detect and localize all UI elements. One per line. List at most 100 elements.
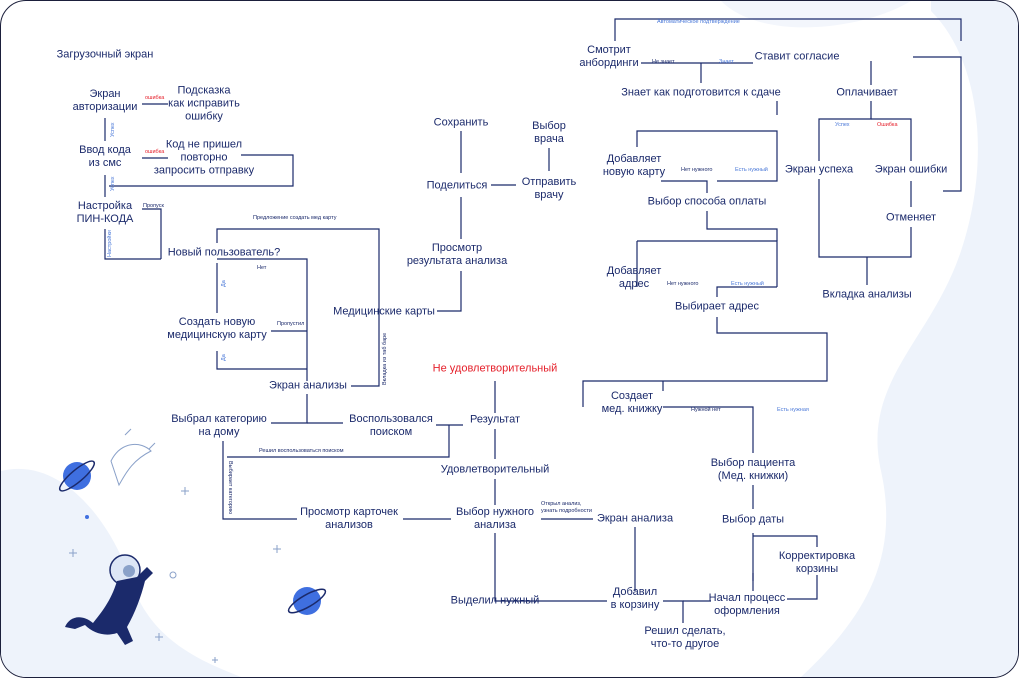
edge-create-yes (216, 351, 307, 370)
planet-decoration-right (287, 587, 327, 615)
edge-choose-selected (494, 533, 547, 602)
node-chose-home: Выбрал категорию на дому (171, 413, 267, 438)
node-new-user: Новый пользователь? (167, 246, 281, 259)
edge-addr-split (716, 286, 777, 297)
label-yes2: Да (221, 354, 227, 361)
label-needed-no: Нужной нет (691, 407, 721, 413)
label-success1: Успех (110, 122, 116, 137)
node-auth-screen: Экран авторизации (72, 88, 138, 113)
node-checkout: Начал процесс оформления (708, 592, 786, 617)
edge-consent-loop (913, 56, 962, 192)
node-fix-cart: Корректировка корзины (778, 550, 856, 575)
node-used-search: Воспользовался поиском (349, 413, 433, 438)
node-analysis-screen: Экран анализы (269, 379, 347, 392)
label-no: Нет (257, 265, 267, 271)
node-choose-payment: Выбор способа оплаты (647, 195, 767, 208)
label-knows: Знает (719, 59, 734, 65)
node-choose-patient: Выбор пациента (Мед. книжки) (710, 457, 796, 482)
label-has-needed1: Есть нужный (735, 167, 768, 173)
edges (104, 18, 962, 623)
node-analysis-tab: Вкладка анализы (822, 288, 912, 301)
node-analysis-screen-right: Экран анализа (596, 512, 674, 525)
edge-pay-card (661, 180, 708, 193)
node-send-doctor: Отправить врачу (521, 176, 577, 201)
node-cancels: Отменяет (885, 211, 937, 224)
node-choose-analysis: Выбор нужного анализа (456, 506, 534, 531)
label-has-needed2: Есть нужный (731, 281, 764, 287)
node-auth-hint: Подсказка как исправить ошибку (168, 84, 240, 123)
label-skip: Пропуск (143, 203, 164, 209)
edge-newuser-no (217, 258, 308, 369)
node-added-cart: Добавил в корзину (610, 586, 660, 611)
edge-analysis-split (271, 394, 308, 424)
node-sms-code: Ввод кода из смс (79, 144, 131, 169)
planet-decoration-left (58, 460, 96, 492)
edge-mc-view (437, 271, 462, 312)
node-success-screen: Экран успеха (784, 163, 854, 176)
label-success2: Успех (110, 176, 116, 191)
node-result: Результат (469, 413, 521, 426)
edge-book-split (582, 317, 828, 407)
rocket-sketch-decoration (110, 428, 156, 487)
node-adds-card: Добавляет новую карту (602, 153, 666, 178)
node-decided-other: Решил сделать, что-то другое (644, 625, 726, 650)
label-error2: ошибка (145, 149, 165, 155)
edge-success-down (818, 179, 912, 258)
cat-astronaut-illustration (65, 554, 153, 645)
node-view-cards: Просмотр карточек анализов (300, 506, 398, 531)
label-opened-analysis: Открыл анализ, узнать подробности (541, 501, 592, 514)
edge-patient-up (663, 406, 754, 453)
edge-pay-split (818, 101, 872, 161)
edge-pay-error (871, 118, 912, 161)
edge-card-split (636, 130, 778, 182)
node-create-book: Создает мед. книжку (601, 390, 663, 415)
edge-pay-up (706, 211, 778, 241)
node-knows-prepare: Знает как подготовится к сдаче (621, 86, 781, 99)
node-selected: Выделил нужный (450, 594, 540, 607)
node-medical-cards: Медицинские карты (333, 305, 435, 318)
label-no-needed2: Нет нужного (667, 281, 699, 287)
edge-onboard (614, 18, 962, 41)
node-view-result: Просмотр результата анализа (406, 242, 508, 267)
edge-search-down (227, 425, 450, 458)
label-error-pay: Ошибка (877, 122, 898, 128)
node-error-screen: Экран ошибки (874, 163, 948, 176)
edge-pin-newuser (104, 229, 161, 260)
background-blob-top-right (721, 1, 911, 28)
label-offer-card: Предложение создать мед карту (253, 215, 337, 221)
label-decided-search: Решил воспользоваться поиском (259, 448, 344, 454)
node-unsatisfactory: Не удовлетворительный (432, 362, 558, 375)
label-auto-confirm: Автоматическое подтверждение (657, 19, 740, 25)
node-adds-address: Добавляет адрес (606, 265, 662, 290)
node-choose-date: Выбор даты (721, 513, 785, 526)
label-settings: Настройки (107, 230, 113, 257)
node-loading-screen: Загрузочный экран (56, 48, 154, 61)
node-pin-setup: Настройка ПИН-КОДА (76, 200, 134, 225)
edge-home-down (222, 441, 297, 520)
edge-offer-card (216, 228, 380, 387)
label-success-pay: Успех (835, 122, 850, 128)
label-skipped: Пропустил (277, 321, 305, 327)
label-error1: ошибка (145, 95, 165, 101)
label-yes1: Да (221, 280, 227, 287)
sparkle-decorations (69, 487, 281, 663)
edge-resend-loop (109, 154, 294, 187)
node-choose-doctor: Выбор врача (532, 120, 566, 145)
node-create-card: Создать новую медицинскую карту (167, 316, 267, 341)
edge-fix-date (753, 535, 818, 547)
background-blob-right (801, 1, 1018, 677)
node-sms-resend: Код не пришел повторно запросить отправк… (153, 138, 255, 177)
edge-checkout-fix (787, 575, 818, 600)
label-has-needed3: Есть нужная (777, 407, 809, 413)
label-chose-category: Выбирает категорию (227, 461, 233, 515)
node-gives-consent: Ставит согласие (754, 50, 840, 63)
label-no-needed1: Нет нужного (681, 167, 713, 173)
node-pays: Оплачивает (836, 86, 898, 99)
node-watch-onboarding: Смотрит анбординги (579, 44, 639, 69)
label-not-know: Не знает (652, 59, 675, 65)
edge-cart-other (663, 600, 684, 623)
label-tab-bar: Вкладка из таб баре (382, 332, 388, 385)
node-save: Сохранить (433, 116, 489, 129)
